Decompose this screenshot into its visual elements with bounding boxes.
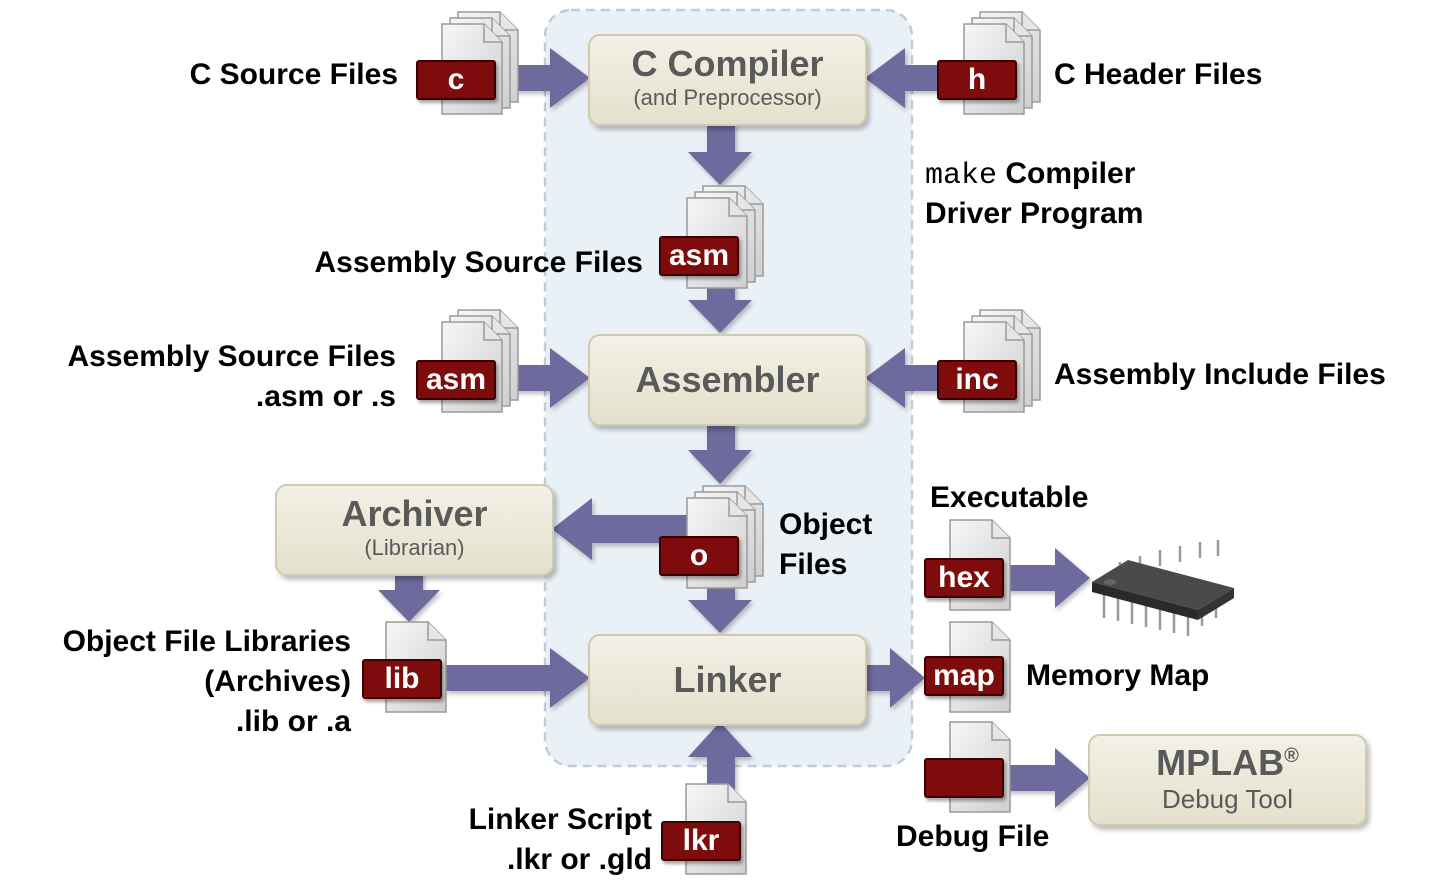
arrow-inc-to-assembler (865, 348, 960, 408)
arrow-linker-to-map (864, 648, 925, 708)
driver-program-label: Driver Program (925, 197, 1144, 230)
microcontroller-chip-icon (1092, 540, 1234, 636)
inc-file-tag: inc (937, 360, 1017, 400)
c-compiler-box: C Compiler (and Preprocessor) (588, 34, 867, 126)
make-compiler-label: make Compiler (925, 154, 1135, 196)
memory-map-label: Memory Map (1026, 659, 1210, 692)
c-compiler-title: C Compiler (631, 43, 824, 84)
arrow-assembler-to-object (688, 422, 752, 484)
make-compiler-rest: Compiler (997, 157, 1136, 190)
archiver-title: Archiver (341, 493, 488, 534)
h-file-tag: h (937, 60, 1017, 100)
lkr-file-tag: lkr (661, 821, 741, 861)
archiver-box: Archiver (Librarian) (275, 484, 554, 576)
arrow-object-to-archiver (552, 498, 690, 560)
mplab-title: MPLAB (1156, 742, 1285, 783)
object-file-libraries-label: Object File Libraries (62, 625, 351, 658)
asm-file-tag-left: asm (416, 360, 496, 400)
arrow-archiver-to-lib (378, 572, 440, 622)
debug-file-label: Debug File (896, 820, 1050, 853)
archiver-subtitle: (Librarian) (364, 535, 465, 560)
c-header-files-label: C Header Files (1054, 58, 1263, 91)
make-keyword: make (925, 159, 998, 193)
c-compiler-subtitle: (and Preprocessor) (633, 85, 822, 110)
library-ext-label: .lib or .a (235, 705, 351, 738)
lib-file-tag: lib (362, 659, 442, 699)
asm-file-tag-mid: asm (659, 236, 739, 276)
hex-file-tag: hex (924, 558, 1004, 598)
arrow-lib-to-linker (445, 648, 590, 708)
object-file-tag: o (659, 536, 739, 576)
arrow-object-to-linker (688, 585, 752, 633)
arrow-h-to-compiler (865, 48, 960, 108)
assembly-source-files-mid-label: Assembly Source Files (314, 246, 643, 279)
arrow-compiler-to-asm (688, 122, 752, 185)
mplab-subtitle: Debug Tool (1161, 784, 1294, 814)
object-files-label-line2: Files (779, 548, 848, 581)
archives-label: (Archives) (204, 665, 351, 698)
object-files-label-line1: Object (779, 508, 873, 541)
c-source-files-label: C Source Files (189, 58, 398, 91)
arrow-c-to-compiler (500, 48, 590, 108)
mplab-registered-mark: ® (1284, 745, 1299, 767)
arrow-hex-to-chip (1005, 548, 1090, 608)
arrow-asm-to-assembler-left (500, 348, 590, 408)
arrow-asm-to-assembler (688, 283, 752, 333)
mplab-debug-tool-box: MPLAB® Debug Tool (1088, 734, 1367, 826)
assembly-include-files-label: Assembly Include Files (1054, 358, 1386, 391)
assembler-box: Assembler (588, 334, 867, 426)
linker-title: Linker (673, 659, 782, 700)
assembly-source-files-left-label: Assembly Source Files (67, 340, 396, 373)
assembler-title: Assembler (635, 359, 820, 400)
linker-box: Linker (588, 634, 867, 726)
linker-script-label: Linker Script (468, 803, 652, 836)
linker-script-ext-label: .lkr or .gld (506, 843, 652, 876)
arrow-debug-to-mplab (1005, 748, 1090, 808)
c-file-tag: c (416, 60, 496, 100)
map-file-tag: map (924, 656, 1004, 696)
executable-label: Executable (930, 481, 1089, 514)
debug-file-tag (924, 758, 1004, 798)
arrow-lkr-to-linker (688, 722, 752, 790)
assembly-source-ext-label: .asm or .s (255, 380, 396, 413)
